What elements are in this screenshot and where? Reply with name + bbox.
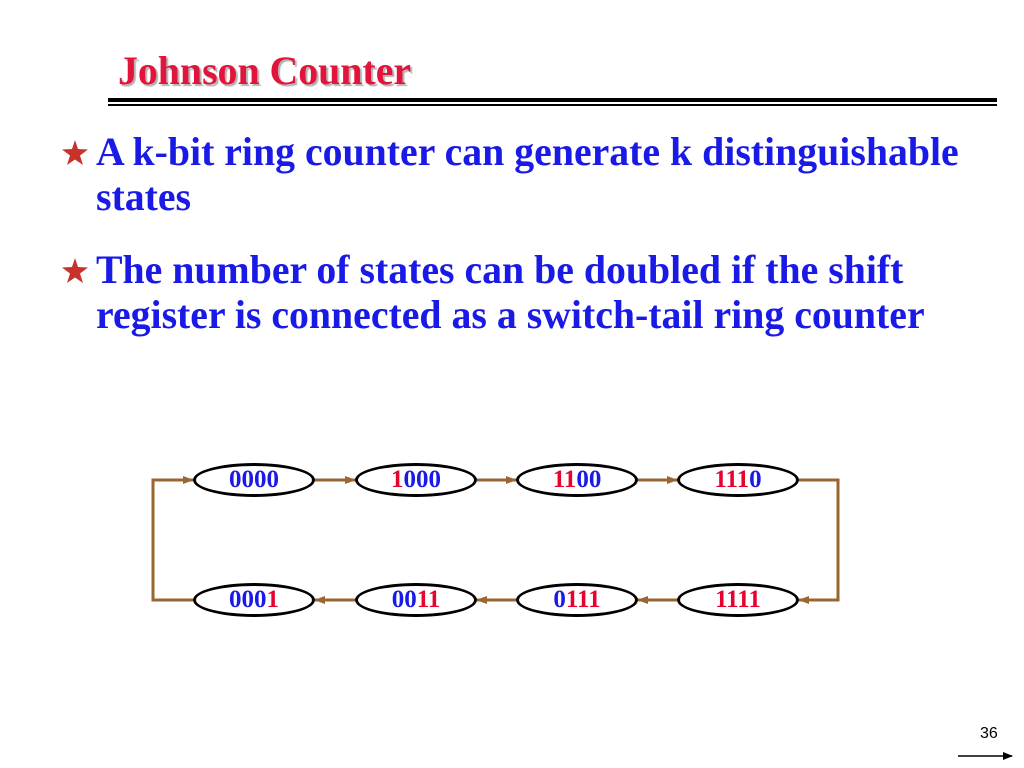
star-icon — [62, 140, 88, 165]
feedback-loop-arrow-left — [151, 476, 194, 602]
state-node: 0011 — [355, 583, 477, 617]
bullet-text: The number of states can be doubled if t… — [96, 248, 925, 337]
state-node: 0000 — [193, 463, 315, 497]
state-node: 1111 — [677, 583, 799, 617]
bullet-item: The number of states can be doubled if t… — [62, 248, 987, 338]
star-icon — [62, 258, 88, 283]
state-bits: 1 — [266, 586, 280, 613]
state-bits: 1111 — [715, 586, 761, 613]
slide-title: Johnson Counter — [118, 49, 412, 93]
title-rule-thin — [108, 104, 997, 106]
page-number: 36 — [980, 725, 998, 742]
state-bits: 0 — [749, 466, 762, 493]
bullet-list: A k-bit ring counter can generate k dist… — [62, 130, 987, 338]
state-bits: 11 — [416, 586, 441, 613]
state-bits: 000 — [403, 466, 442, 493]
state-node: 0001 — [193, 583, 315, 617]
state-bits: 00 — [391, 586, 417, 613]
feedback-loop-arrow-right — [798, 478, 840, 604]
state-bits: 0 — [553, 586, 566, 613]
title-rule-thick — [108, 98, 997, 102]
state-bits: 00 — [576, 466, 602, 493]
bullet-text: A k-bit ring counter can generate k dist… — [96, 130, 959, 219]
state-bits: 111 — [565, 586, 601, 613]
state-node: 1110 — [677, 463, 799, 497]
state-node: 0111 — [516, 583, 638, 617]
state-bits: 11 — [552, 466, 577, 493]
state-node: 1000 — [355, 463, 477, 497]
state-bits: 000 — [229, 586, 267, 613]
bullet-item: A k-bit ring counter can generate k dist… — [62, 130, 987, 220]
state-bits: 1 — [391, 466, 404, 493]
state-bits: 111 — [714, 466, 750, 493]
state-node: 1100 — [516, 463, 638, 497]
state-bits: 0000 — [229, 466, 279, 493]
